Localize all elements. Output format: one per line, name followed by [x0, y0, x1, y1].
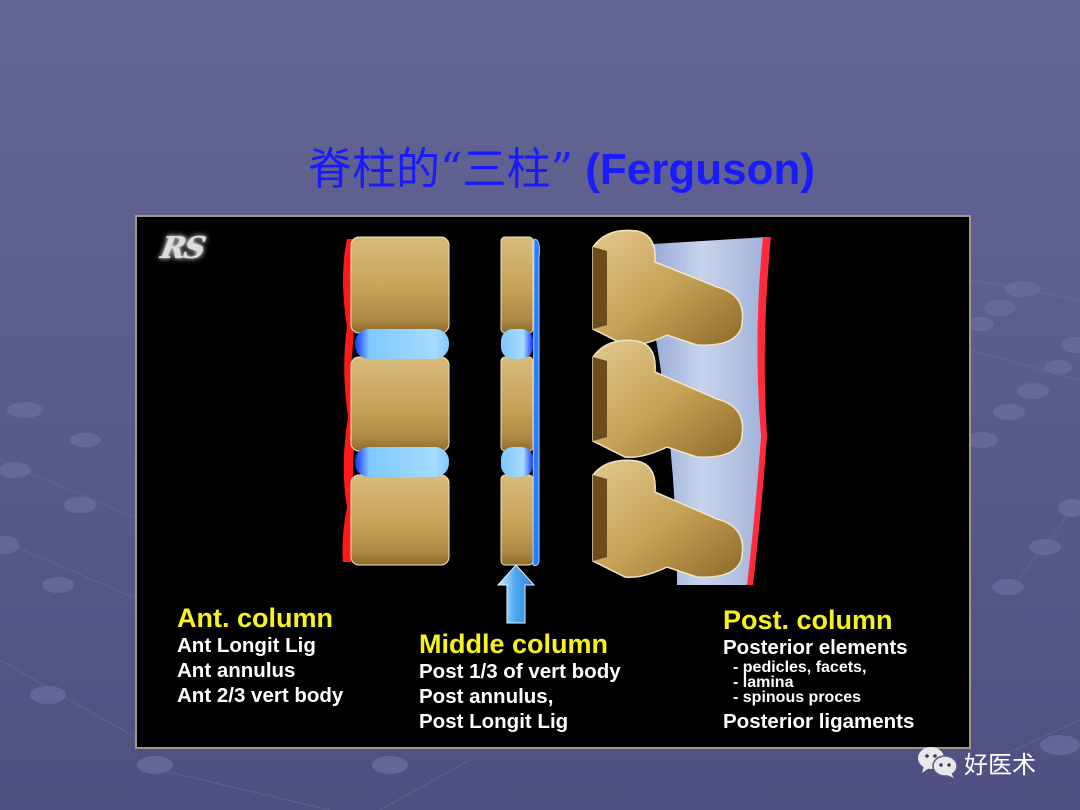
- posterior-column-heading: Post. column: [723, 605, 893, 635]
- slide-title: 脊柱的“三柱” (Ferguson): [308, 140, 908, 200]
- middle-column-line: Post 1/3 of vert body: [419, 660, 621, 683]
- posterior-column-line: Posterior elements: [723, 636, 908, 659]
- spine-three-column-figure: RS Ant. column Ant Longit Lig Ant annulu…: [135, 215, 971, 749]
- rs-logo: RS: [157, 231, 207, 266]
- posterior-column-footer: Posterior ligaments: [723, 710, 915, 733]
- posterior-column-subline: - lamina: [733, 674, 794, 691]
- watermark-text: 好医术: [964, 750, 1036, 779]
- posterior-column-subline: - spinous proces: [733, 689, 862, 706]
- spine-illustration: [342, 229, 771, 624]
- up-arrow-icon: [496, 564, 536, 624]
- anterior-column-heading: Ant. column: [177, 603, 333, 633]
- title-english: (Ferguson): [585, 145, 815, 194]
- middle-vertebral-slices: [500, 236, 534, 566]
- anterior-column-text: Ant. column Ant Longit Lig Ant annulus A…: [177, 603, 343, 708]
- posterior-column-subline: - pedicles, facets,: [733, 659, 867, 676]
- middle-column-line: Post Longit Lig: [419, 710, 569, 733]
- title-chinese: 脊柱的“三柱”: [308, 144, 573, 195]
- middle-column-line: Post annulus,: [419, 685, 554, 708]
- watermark: 好医术: [916, 744, 1036, 780]
- anterior-column-line: Ant Longit Lig: [177, 634, 316, 657]
- posterior-elements: [592, 229, 744, 579]
- anterior-vertebral-bodies: [350, 236, 450, 566]
- middle-column-heading: Middle column: [419, 629, 608, 659]
- anterior-column-line: Ant 2/3 vert body: [177, 684, 344, 707]
- posterior-longitudinal-ligament: [532, 238, 540, 567]
- posterior-column-text: Post. column Posterior elements - pedicl…: [723, 605, 914, 734]
- middle-column-text: Middle column Post 1/3 of vert body Post…: [419, 629, 621, 734]
- anterior-column-line: Ant annulus: [177, 659, 296, 682]
- wechat-icon: [918, 747, 958, 778]
